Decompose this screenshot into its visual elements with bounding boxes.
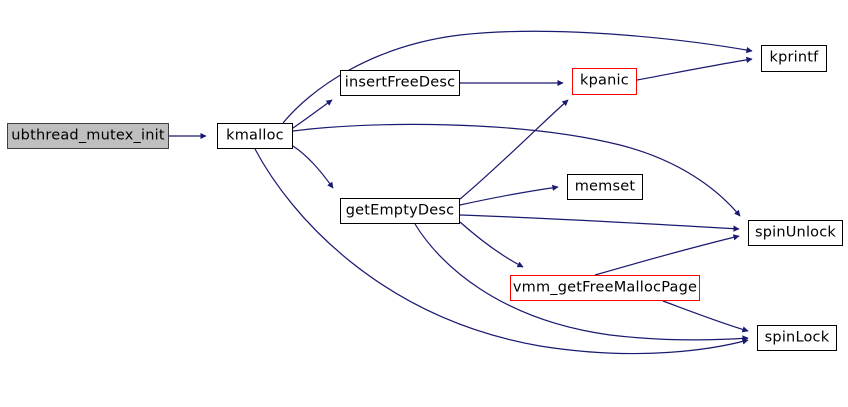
call-edge: [459, 214, 740, 232]
graph-node-kpanic[interactable]: kpanic: [572, 68, 637, 95]
graph-node-get-empty-desc[interactable]: getEmptyDesc: [340, 198, 460, 224]
graph-node-label: memset: [574, 178, 636, 195]
graph-node-kmalloc[interactable]: kmalloc: [217, 123, 293, 149]
graph-node-label: kprintf: [769, 49, 819, 66]
graph-node-spin-unlock[interactable]: spinUnlock: [748, 220, 843, 246]
graph-node-ubthread-mutex-init[interactable]: ubthread_mutex_init: [7, 123, 169, 149]
graph-node-vmm-get-free-malloc-page[interactable]: vmm_getFreeMallocPage: [510, 275, 700, 301]
call-edge: [414, 223, 749, 342]
call-edge: [292, 123, 741, 217]
call-edge: [292, 145, 334, 189]
call-edge: [662, 300, 749, 333]
graph-node-insert-free-desc[interactable]: insertFreeDesc: [340, 70, 460, 96]
call-edge: [459, 221, 524, 268]
call-edge: [594, 234, 740, 276]
graph-node-label: spinUnlock: [754, 224, 837, 241]
call-edge: [282, 30, 753, 124]
graph-node-spin-lock[interactable]: spinLock: [757, 325, 837, 351]
graph-node-label: kpanic: [580, 72, 629, 89]
graph-node-label: spinLock: [764, 329, 830, 346]
graph-node-label: ubthread_mutex_init: [11, 127, 165, 144]
graph-node-label: insertFreeDesc: [344, 74, 456, 91]
graph-node-label: vmm_getFreeMallocPage: [512, 279, 698, 296]
call-edge: [459, 184, 559, 206]
call-edge: [636, 56, 753, 81]
graph-node-label: getEmptyDesc: [345, 202, 455, 219]
graph-node-memset[interactable]: memset: [567, 174, 643, 200]
call-edge: [459, 99, 569, 200]
call-edge: [254, 148, 749, 355]
graph-node-label: kmalloc: [226, 127, 284, 144]
graph-node-kprintf[interactable]: kprintf: [761, 45, 827, 72]
call-edge: [292, 99, 333, 129]
